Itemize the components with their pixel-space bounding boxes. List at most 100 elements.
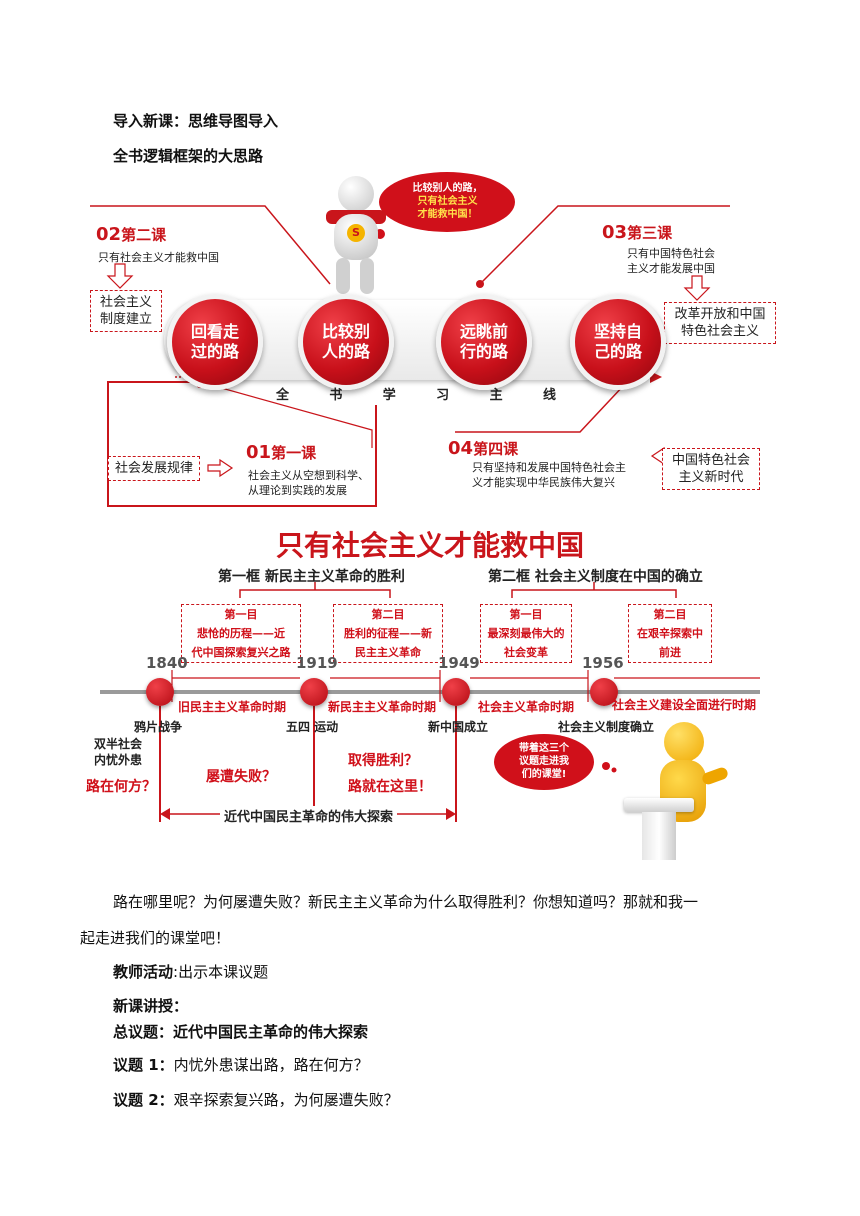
desc-line: 主义才能发展中国 <box>627 262 715 275</box>
left-note: 双半社会 内忧外患 <box>94 736 142 768</box>
timeline-dot <box>590 678 618 706</box>
podium-top <box>624 798 694 812</box>
lesson-03-box: 改革开放和中国 特色社会主义 <box>664 302 776 344</box>
lesson-01-box: 社会发展规律 <box>108 456 200 481</box>
circle-line: 己的路 <box>593 342 642 361</box>
circle-line: 回看走 <box>190 322 239 341</box>
lesson-title: 第四课 <box>473 440 519 458</box>
year-label: 1919 <box>296 654 338 672</box>
teacher-text: :出示本课议题 <box>173 963 269 981</box>
lesson-02-desc: 只有社会主义才能救中国 <box>98 251 219 264</box>
lesson-number: 04 <box>448 438 474 459</box>
mainline-char: 线 <box>542 388 556 403</box>
mindmap-figure: S 比较别人的路， 只有社会主义 才能救中国！ 02第二课 只有社会主义才能救中… <box>80 172 780 512</box>
timeline-title: 只有社会主义才能救中国 <box>275 529 584 562</box>
period-label: 社会主义建设全面进行时期 <box>612 698 757 712</box>
topic-1-label: 议题 1： <box>113 1056 174 1074</box>
presenter-figure <box>620 722 730 860</box>
speech-line: 比较别人的路， <box>412 183 483 194</box>
event-label: 新中国成立 <box>428 720 489 734</box>
lesson-number: 03 <box>602 222 628 243</box>
box-line: 主义新时代 <box>678 470 744 485</box>
timeline-lines <box>100 582 760 822</box>
speech-bubble-text: 比较别人的路， 只有社会主义 才能救中国！ <box>390 182 505 221</box>
timeline-figure: 只有社会主义才能救中国 第一框 新民主主义革命的胜利 第二框 社会主义制度在中国… <box>0 512 860 860</box>
section-line: 第二目 <box>653 608 687 621</box>
paragraph-line-2: 起走进我们的课堂吧！ <box>80 929 231 947</box>
event-label: 鸦片战争 <box>134 720 183 734</box>
desc-line: 义才能实现中华民族伟大复兴 <box>472 476 615 489</box>
paragraph-line-1: 路在哪里呢？为何屡遭失败？新民主主义革命为什么取得胜利？你想知道吗？那就和我一 <box>113 893 699 911</box>
timeline-dot <box>300 678 328 706</box>
win-line: 路就在这里！ <box>348 779 432 795</box>
note-line: 内忧外患 <box>94 753 143 767</box>
lesson-title: 第一课 <box>271 444 317 462</box>
frame-2-label: 第二框 社会主义制度在中国的确立 <box>488 569 703 585</box>
lesson-title: 第二课 <box>121 226 167 244</box>
fail-question: 屡遭失败？ <box>206 769 276 785</box>
period-label: 新民主主义革命时期 <box>328 700 437 714</box>
lesson-01-heading: 01第一课 <box>246 442 316 463</box>
circle-line: 坚持自 <box>593 322 642 341</box>
lesson-01-desc: 社会主义从空想到科学、 从理论到实践的发展 <box>248 468 369 498</box>
total-text: 近代中国民主革命的伟大探索 <box>173 1023 369 1041</box>
section-line: 悲怆的历程——近 <box>197 627 285 640</box>
desc-line: 只有坚持和发展中国特色社会主 <box>472 461 626 474</box>
topic-2: 议题 2：艰辛探索复兴路，为何屡遭失败？ <box>113 1089 399 1111</box>
event-label: 五四 运动 <box>286 720 339 734</box>
circle-line: 比较别 <box>321 322 370 341</box>
lesson-02-heading: 02第二课 <box>96 224 166 245</box>
year-label: 1956 <box>582 654 624 672</box>
mainline-char: 习 <box>436 388 450 403</box>
topic-1: 议题 1：内忧外患谋出路，路在何方？ <box>113 1054 369 1076</box>
win-question: 取得胜利？ 路就在这里！ <box>348 748 432 800</box>
total-topic: 总议题：近代中国民主革命的伟大探索 <box>113 1021 368 1043</box>
section-line: 前进 <box>659 646 681 659</box>
lesson-04-box: 中国特色社会 主义新时代 <box>662 448 760 490</box>
period-label: 社会主义革命时期 <box>478 700 575 714</box>
teacher-label: 教师活动 <box>113 963 174 981</box>
mainline-char: 学 <box>382 388 396 403</box>
section-line: 第二目 <box>371 608 405 621</box>
bubble-line: 议题走进我 <box>519 756 569 767</box>
speech-line: 只有社会主义 <box>417 196 478 207</box>
mascot-head <box>338 176 374 212</box>
mascot-leg-right <box>360 258 374 294</box>
section-line: 在艰辛探索中 <box>637 627 703 640</box>
circle-line: 远眺前 <box>459 322 508 341</box>
podium-stand <box>642 812 676 860</box>
section-line: 代中国探索复兴之路 <box>191 646 291 659</box>
circle-look-ahead: 远眺前行的路 <box>436 294 532 390</box>
box-line: 制度建立 <box>99 312 152 327</box>
desc-line: 社会主义从空想到科学、 <box>248 469 369 482</box>
desc-line: 从理论到实践的发展 <box>248 484 347 497</box>
section-line: 民主主义革命 <box>355 646 421 659</box>
timeline-dot <box>442 678 470 706</box>
presenter-head <box>664 722 704 762</box>
lesson-number: 01 <box>246 442 272 463</box>
topic-1-text: 内忧外患谋出路，路在何方？ <box>173 1056 369 1074</box>
total-label: 总议题： <box>113 1023 174 1041</box>
main-line-label: 全 书 学 习 主 线 <box>276 384 556 403</box>
section-line: 最深刻最伟大的 <box>487 627 565 640</box>
circle-look-back: 回看走过的路 <box>167 294 263 390</box>
superhero-badge-icon: S <box>347 224 365 242</box>
box-line: 中国特色社会 <box>671 453 750 468</box>
presenter-arm <box>700 765 730 787</box>
new-lesson-heading: 新课讲授： <box>113 997 189 1015</box>
win-line: 取得胜利？ <box>348 753 418 769</box>
year-label: 1949 <box>438 654 480 672</box>
period-label: 旧民主主义革命时期 <box>178 700 287 714</box>
topic-2-text: 艰辛探索复兴路，为何屡遭失败？ <box>173 1091 399 1109</box>
lesson-04-heading: 04第四课 <box>448 438 518 459</box>
lesson-04-desc: 只有坚持和发展中国特色社会主 义才能实现中华民族伟大复兴 <box>472 460 626 490</box>
mainline-char: 主 <box>489 388 503 403</box>
mascot-figure: S <box>320 176 390 296</box>
mainline-char: 全 <box>276 388 290 403</box>
lesson-03-heading: 03第三课 <box>602 222 672 243</box>
timeline-dot <box>146 678 174 706</box>
desc-line: 只有中国特色社会 <box>627 247 715 260</box>
section-line: 第一目 <box>509 608 543 621</box>
bubble-text: 带着这三个 议题走进我 们的课堂! <box>500 742 588 781</box>
intro-heading: 导入新课：思维导图导入 <box>113 112 279 130</box>
